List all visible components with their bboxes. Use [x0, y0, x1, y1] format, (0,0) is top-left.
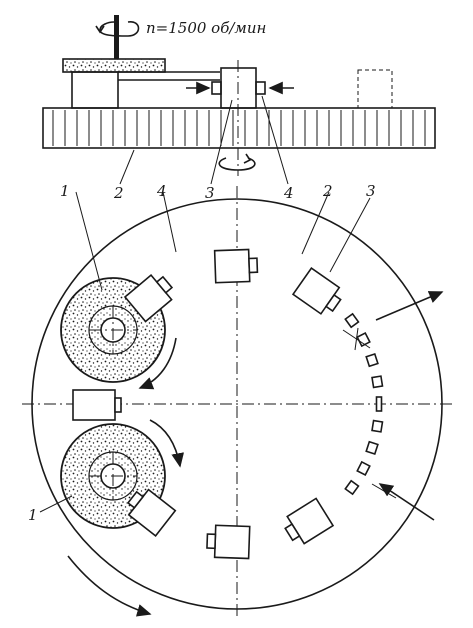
work-holder — [206, 524, 251, 560]
spindle-shaft — [114, 15, 119, 61]
label-table-2: 2 — [322, 182, 333, 200]
work-holder — [284, 497, 335, 545]
part — [375, 396, 383, 412]
part — [371, 375, 384, 389]
label-top-2: 2 — [113, 184, 124, 202]
label-holder-3: 3 — [366, 182, 376, 200]
wheel-support — [71, 71, 119, 109]
side-view: n=1500 об/мин 2 3 4 — [42, 15, 436, 202]
spindle-rotation-arrow — [99, 21, 140, 37]
work-holders — [123, 248, 342, 560]
part-side — [255, 81, 266, 95]
part — [365, 440, 379, 456]
next-holder-dashed — [357, 69, 393, 109]
label-wheel-1-bottom: 1 — [28, 506, 38, 524]
plan-view: 1 4 2 3 1 — [22, 182, 455, 620]
label-holder-4: 4 — [156, 182, 167, 200]
work-holder — [123, 273, 174, 323]
table-rotation-arrow — [218, 157, 256, 171]
grinding-wheel-side — [62, 58, 166, 73]
work-holder — [126, 488, 177, 537]
work-holder — [213, 248, 259, 284]
part — [371, 419, 384, 433]
part — [356, 460, 371, 477]
holder-grinding-position — [72, 389, 116, 421]
feed-arrow-bottom — [149, 419, 185, 468]
part — [365, 352, 379, 368]
label-wheel-1-top: 1 — [60, 182, 70, 200]
load-arrow — [378, 483, 435, 521]
feed-arrow-top — [138, 337, 177, 390]
part — [344, 312, 360, 329]
label-top-3: 3 — [205, 184, 215, 202]
unload-arrow — [375, 291, 444, 321]
work-holder — [291, 266, 342, 315]
table-rotation-plan-arrow — [67, 555, 152, 617]
rotary-table-side — [42, 107, 436, 149]
part — [344, 479, 360, 496]
label-top-4: 4 — [283, 184, 294, 202]
spindle-speed-label: n=1500 об/мин — [146, 19, 266, 37]
parts-arc — [344, 312, 384, 496]
